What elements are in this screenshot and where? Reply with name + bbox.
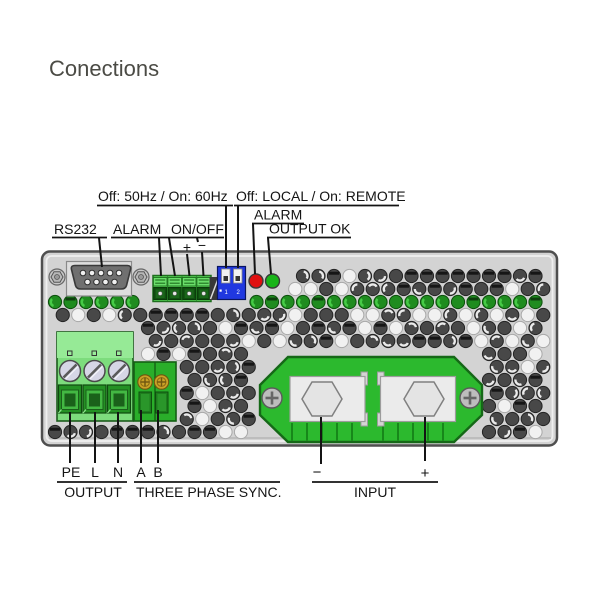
input-minus-bolt-hex	[301, 381, 343, 417]
label-rs232: RS232	[54, 221, 97, 237]
label-freq-switch: Off: 50Hz / On: 60Hz	[98, 188, 228, 204]
bottom-labels: PE L N A B OUTPUT THREE PHASE SYNC. − + …	[62, 464, 430, 500]
page-title: Conections	[49, 56, 159, 81]
bottom-leader-lines	[57, 410, 438, 483]
label-remote-switch: Off: LOCAL / On: REMOTE	[236, 188, 406, 204]
dip-label-2: 2	[237, 290, 241, 296]
output-screws	[58, 359, 131, 383]
top-labels: RS232 ALARM ON/OFF + − Off: 50Hz / On: 6…	[54, 188, 406, 255]
label-b: B	[153, 464, 162, 480]
label-input-plus: +	[421, 465, 430, 482]
output-ok-led	[264, 273, 281, 289]
db9-pins	[79, 269, 123, 286]
input-terminal-plate	[258, 355, 484, 444]
dip-switch-2-slot	[235, 276, 240, 281]
top-leader-lines	[52, 204, 399, 277]
output-terminal	[56, 331, 134, 422]
input-plate-screw-left	[261, 387, 283, 409]
label-output: OUTPUT	[64, 484, 122, 500]
label-pe: PE	[62, 464, 81, 480]
output-sockets	[57, 384, 132, 414]
label-n: N	[113, 464, 123, 480]
alarm-onoff-terminal	[152, 274, 219, 303]
terminal-poles	[152, 276, 211, 301]
dip-switch-1-slot	[223, 276, 228, 281]
sync-poles	[137, 374, 170, 414]
vent-holes	[47, 268, 551, 440]
db9-body	[70, 264, 132, 290]
input-plate-screw-right	[459, 387, 481, 409]
db9-standoff-left	[48, 268, 66, 286]
label-input: INPUT	[354, 484, 396, 500]
rs232-connector	[48, 260, 150, 297]
label-alarm: ALARM	[113, 221, 161, 237]
label-l: L	[91, 464, 99, 480]
label-input-minus: −	[313, 464, 322, 481]
sync-terminal	[133, 361, 177, 422]
dip-mark	[219, 289, 222, 292]
input-plus-bolt-hex	[403, 381, 445, 417]
end-block-highlight	[209, 278, 219, 300]
output-top-marks	[67, 350, 122, 356]
dip-switch: 1 2	[216, 265, 247, 301]
label-three-phase-sync: THREE PHASE SYNC.	[136, 484, 281, 500]
alarm-led	[248, 273, 264, 289]
label-a: A	[136, 464, 146, 480]
dip-label-1: 1	[225, 290, 229, 296]
db9-standoff-right	[132, 268, 150, 286]
label-plus: +	[183, 239, 191, 255]
label-minus: −	[198, 237, 206, 253]
label-alarm-led: ALARM	[254, 207, 302, 223]
label-output-ok: OUTPUT OK	[269, 221, 351, 237]
label-on-off: ON/OFF	[171, 221, 224, 237]
